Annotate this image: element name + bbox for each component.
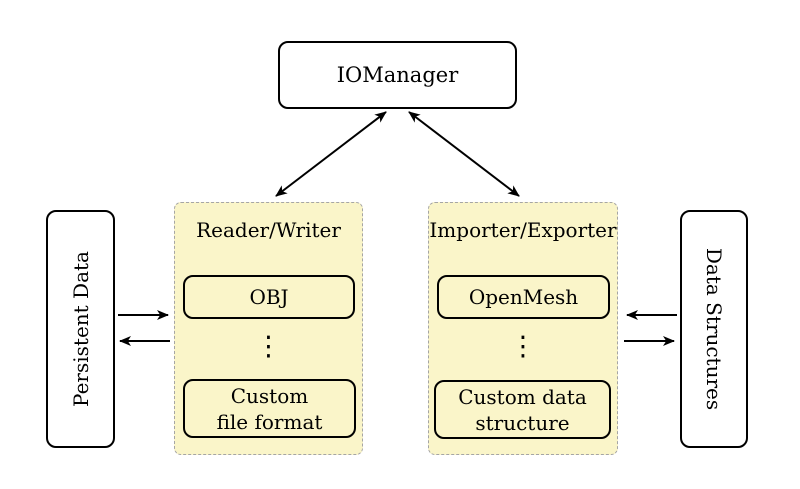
arrow-iomanager-reader-writer (275, 111, 387, 197)
node-data-structures-label: Data Structures (702, 247, 726, 411)
node-iomanager: IOManager (278, 41, 517, 109)
node-openmesh: OpenMesh (437, 275, 610, 319)
node-persistent-data: Persistent Data (46, 210, 115, 448)
node-custom-file-format: Custom file format (183, 379, 356, 438)
node-custom-file-format-label: Custom file format (216, 383, 323, 434)
group-reader-writer-title: Reader/Writer (196, 218, 341, 242)
node-openmesh-label: OpenMesh (468, 285, 579, 309)
node-iomanager-label: IOManager (336, 63, 459, 87)
node-obj-label: OBJ (249, 285, 289, 309)
group-importer-exporter-title: Importer/Exporter (429, 218, 617, 242)
arrow-iomanager-importer-exporter (408, 111, 520, 197)
node-persistent-data-label: Persistent Data (68, 251, 93, 407)
vertical-ellipsis-left: ⋮ (255, 331, 282, 362)
node-obj: OBJ (183, 275, 355, 319)
group-reader-writer: Reader/Writer OBJ ⋮ Custom file format (174, 202, 363, 455)
node-custom-data-structure-label: Custom data structure (458, 384, 587, 435)
vertical-ellipsis-right: ⋮ (509, 331, 537, 362)
node-data-structures: Data Structures (680, 210, 748, 448)
group-importer-exporter: Importer/Exporter OpenMesh ⋮ Custom data… (428, 202, 618, 455)
node-custom-data-structure: Custom data structure (434, 380, 611, 439)
